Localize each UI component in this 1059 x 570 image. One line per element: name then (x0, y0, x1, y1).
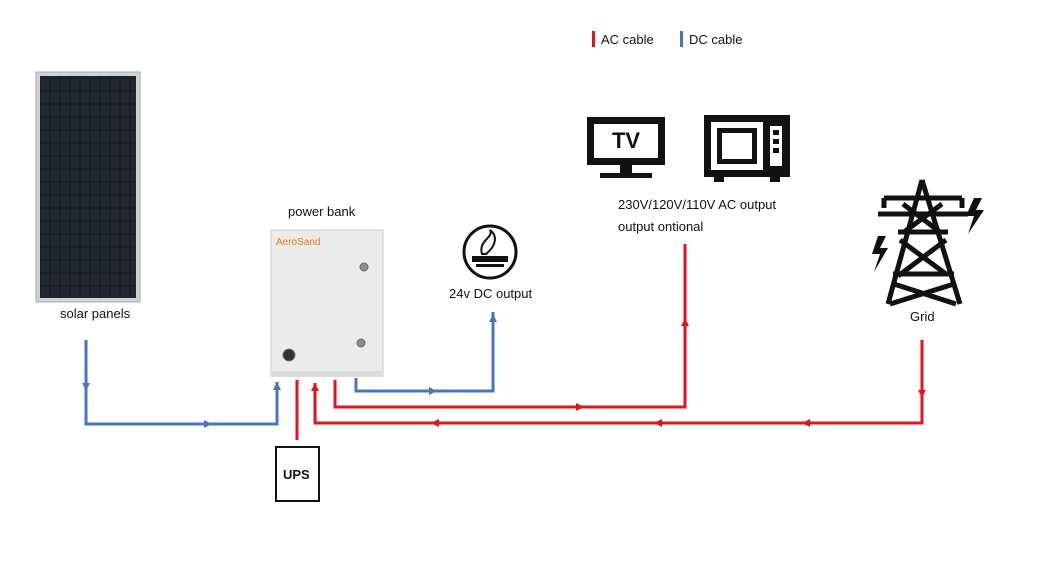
transmission-tower-icon (878, 179, 968, 307)
solar-panels-label: solar panels (60, 306, 131, 321)
ac-output-label-line2: output ontional (618, 219, 704, 234)
ups-box (275, 446, 320, 502)
legend-dc-label: DC cable (689, 31, 743, 47)
ac-cables (295, 244, 926, 440)
tv-icon-text: TV (612, 128, 640, 153)
microwave-icon (704, 115, 790, 182)
legend-ac-swatch (592, 31, 595, 47)
power-bank-label: power bank (288, 204, 356, 219)
dc-cables (82, 312, 497, 428)
lightning-bolt-icon (872, 198, 984, 272)
dc-load-icon (462, 224, 518, 280)
legend-dc: DC cable (680, 31, 742, 47)
power-bank-cabinet-icon (270, 229, 384, 377)
grid-label: Grid (910, 309, 935, 324)
tv-icon: TV (587, 117, 665, 178)
ac-output-label-line1: 230V/120V/110V AC output (618, 197, 777, 212)
dc-output-label: 24v DC output (449, 286, 533, 301)
legend-ac-label: AC cable (601, 31, 654, 47)
solar-panel-icon (35, 71, 141, 303)
power-bank-brand: AeroSand (276, 237, 321, 248)
legend-dc-swatch (680, 31, 683, 47)
ups-label: UPS (283, 467, 310, 482)
legend-ac: AC cable (592, 31, 654, 47)
